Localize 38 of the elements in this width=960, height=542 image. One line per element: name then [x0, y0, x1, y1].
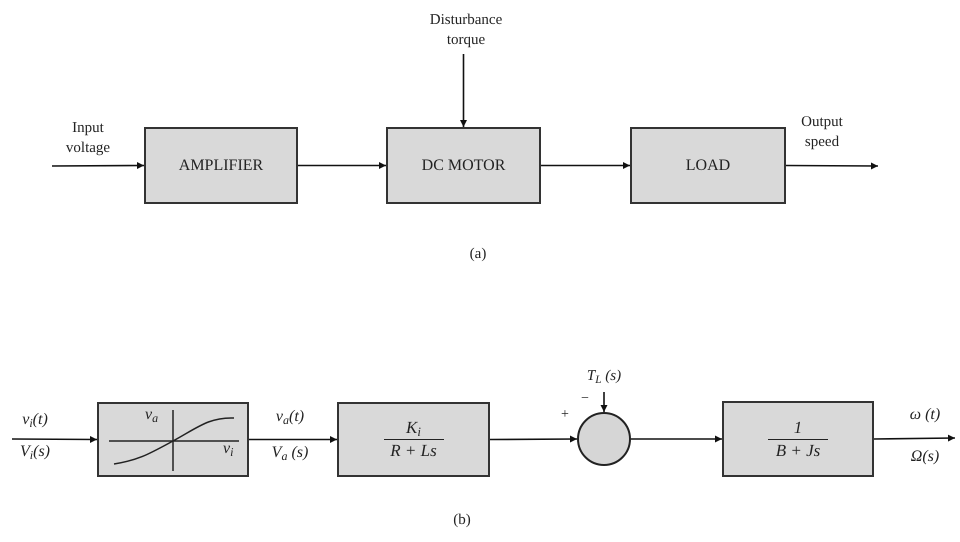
axis-label: v$_{a}$ [145, 406, 158, 424]
arrow [786, 162, 878, 170]
transfer-function-block [722, 401, 874, 477]
signal-label: Ω(s) [910, 447, 940, 467]
transfer-function-block [337, 402, 490, 477]
signal-label: Input voltage [64, 119, 112, 158]
arrow [12, 436, 97, 443]
arrow [298, 162, 386, 169]
arrow [460, 54, 467, 127]
numerator: K$_{i}$ [404, 417, 422, 439]
arrow [52, 162, 144, 170]
summing-junction [577, 412, 631, 466]
arrow [874, 434, 956, 442]
numerator: 1 [792, 416, 804, 438]
arrow [249, 436, 337, 443]
signal-label: (a) [468, 245, 488, 264]
denominator: B + Js [774, 440, 822, 462]
saturation-block [97, 402, 249, 477]
signal-label: T$_{L}$ (s) [574, 366, 634, 392]
block: AMPLIFIER [144, 127, 298, 204]
signal-label: V$_{a}$ (s) [270, 443, 310, 463]
signal-label: − [580, 390, 590, 408]
arrow [631, 436, 722, 442]
signal-label: v$_{a}$(t) [274, 407, 306, 427]
signal-label: Disturbance torque [421, 10, 511, 54]
signal-label: v$_{i}$(t) [21, 410, 49, 430]
axis-label: v$_{i}$ [223, 440, 234, 458]
signal-label: + [560, 406, 570, 424]
arrow [600, 392, 608, 412]
signal-label: (b) [452, 511, 472, 530]
denominator: R + Ls [389, 440, 438, 462]
signal-label: ω (t) [908, 405, 942, 425]
signal-label: V$_{i}$(s) [18, 442, 51, 462]
arrow [541, 162, 630, 169]
block: LOAD [630, 127, 786, 204]
block: DC MOTOR [386, 127, 541, 204]
signal-label: Output speed [800, 113, 844, 152]
arrow [490, 436, 577, 443]
